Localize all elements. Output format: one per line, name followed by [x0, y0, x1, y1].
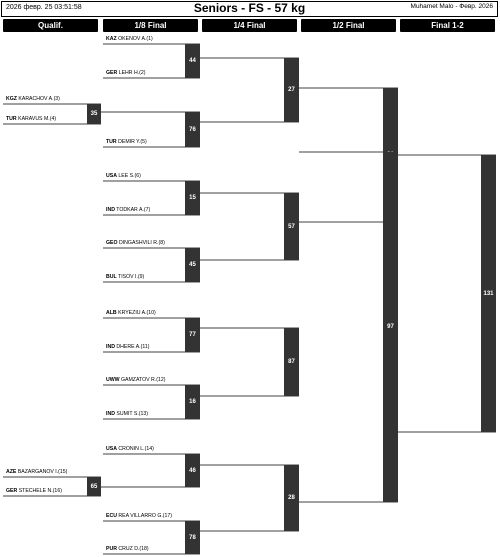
author-credit: Muhamet Malo - Февр. 2026: [410, 3, 493, 10]
match-box-r16: 46: [185, 454, 200, 487]
r16-entry-bottom: IND TODKAR A.(7): [106, 206, 186, 214]
country-code: ECU: [106, 513, 117, 519]
country-code: TUR: [106, 139, 117, 145]
qualif-entry-bottom: TUR KARAVUS M.(4): [6, 115, 90, 123]
wrestler-name: LEE S.(6): [116, 173, 141, 179]
country-code: TUR: [6, 116, 17, 122]
match-box-r16: 16: [185, 385, 200, 419]
r16-entry-bottom: GER LEHR H.(2): [106, 69, 186, 77]
column-header-final: Final 1-2: [400, 19, 495, 32]
r16-entry-bottom: IND DHERE A.(11): [106, 343, 186, 351]
wrestler-name: REA VILLARRO G.(17): [116, 513, 173, 519]
r16-entry-top: ALB KRYEZIU A.(10): [106, 309, 186, 317]
wrestler-name: KARAVUS M.(4): [16, 116, 57, 122]
column-header-qualif: Qualif.: [3, 19, 98, 32]
match-box-r16: 15: [185, 181, 200, 215]
match-box-r16: 45: [185, 248, 200, 282]
wrestler-name: TISOV I.(9): [116, 274, 145, 280]
country-code: KGZ: [6, 96, 17, 102]
wrestler-name: TODKAR A.(7): [114, 207, 151, 213]
r16-entry-top: GEO DINGASHVILI R.(8): [106, 239, 186, 247]
qualif-entry-bottom: GER STECHELE N.(16): [6, 487, 90, 495]
match-box-r16: 78: [185, 521, 200, 554]
wrestler-name: CRUZ D.(18): [116, 546, 149, 552]
match-box-qf: 87: [284, 328, 299, 396]
r16-entry-bottom: BUL TISOV I.(9): [106, 273, 186, 281]
country-code: KAZ: [106, 36, 117, 42]
match-box-qf: 28: [284, 465, 299, 531]
wrestler-name: DEMIR Y.(5): [116, 139, 147, 145]
column-header-quarterfinal: 1/4 Final: [202, 19, 297, 32]
wrestler-name: KRYEZIU A.(10): [116, 310, 156, 316]
match-box-qualif: 35: [87, 104, 101, 124]
wrestler-name: DINGASHVILI R.(8): [117, 240, 165, 246]
r16-entry-bottom: IND SUMIT S.(13): [106, 410, 186, 418]
column-header-round16: 1/8 Final: [103, 19, 198, 32]
country-code: GER: [106, 70, 118, 76]
match-box-qf: 27: [284, 58, 299, 122]
r16-entry-top: ECU REA VILLARRO G.(17): [106, 512, 186, 520]
country-code: BUL: [106, 274, 117, 280]
country-code: USA: [106, 446, 117, 452]
r16-entry-top: USA LEE S.(6): [106, 172, 186, 180]
print-timestamp: 2026 февр. 25 03:51:58: [6, 4, 82, 11]
r16-entry-bottom: TUR DEMIR Y.(5): [106, 138, 186, 146]
qualif-entry-top: KGZ KARACHOV A.(3): [6, 95, 90, 103]
country-code: GEO: [106, 240, 118, 246]
match-box-final: 131: [481, 155, 496, 432]
country-code: IND: [106, 207, 115, 213]
match-box-qualif: 65: [87, 477, 101, 496]
wrestler-name: DHERE A.(11): [114, 344, 150, 350]
country-code: UWW: [106, 377, 120, 383]
wrestler-name: SUMIT S.(13): [114, 411, 148, 417]
column-header-semifinal: 1/2 Final: [301, 19, 396, 32]
wrestler-name: STECHELE N.(16): [17, 488, 62, 494]
wrestler-name: KARACHOV A.(3): [16, 96, 60, 102]
wrestler-name: LEHR H.(2): [117, 70, 146, 76]
match-box-r16: 77: [185, 318, 200, 352]
page-title: Seniors - FS - 57 kg: [193, 1, 306, 15]
country-code: AZE: [6, 469, 17, 475]
match-box-qf: 57: [284, 193, 299, 260]
wrestler-name: CRONIN L.(14): [116, 446, 154, 452]
match-box-sf: 97: [383, 152, 398, 502]
r16-entry-top: UWW GAMZATOV R.(12): [106, 376, 186, 384]
wrestler-name: GAMZATOV R.(12): [119, 377, 166, 383]
bracket-header: 2026 февр. 25 03:51:58 Seniors - FS - 57…: [1, 1, 498, 17]
match-box-r16: 76: [185, 112, 200, 147]
country-code: GER: [6, 488, 18, 494]
country-code: IND: [106, 411, 115, 417]
country-code: IND: [106, 344, 115, 350]
wrestler-name: BAZARGANOV I.(15): [16, 469, 68, 475]
wrestler-name: OKENOV A.(1): [116, 36, 153, 42]
country-code: USA: [106, 173, 117, 179]
r16-entry-top: KAZ OKENOV A.(1): [106, 35, 186, 43]
country-code: ALB: [106, 310, 117, 316]
country-code: PUR: [106, 546, 117, 552]
match-box-r16: 44: [185, 44, 200, 78]
r16-entry-bottom: PUR CRUZ D.(18): [106, 545, 186, 553]
qualif-entry-top: AZE BAZARGANOV I.(15): [6, 468, 90, 476]
r16-entry-top: USA CRONIN L.(14): [106, 445, 186, 453]
